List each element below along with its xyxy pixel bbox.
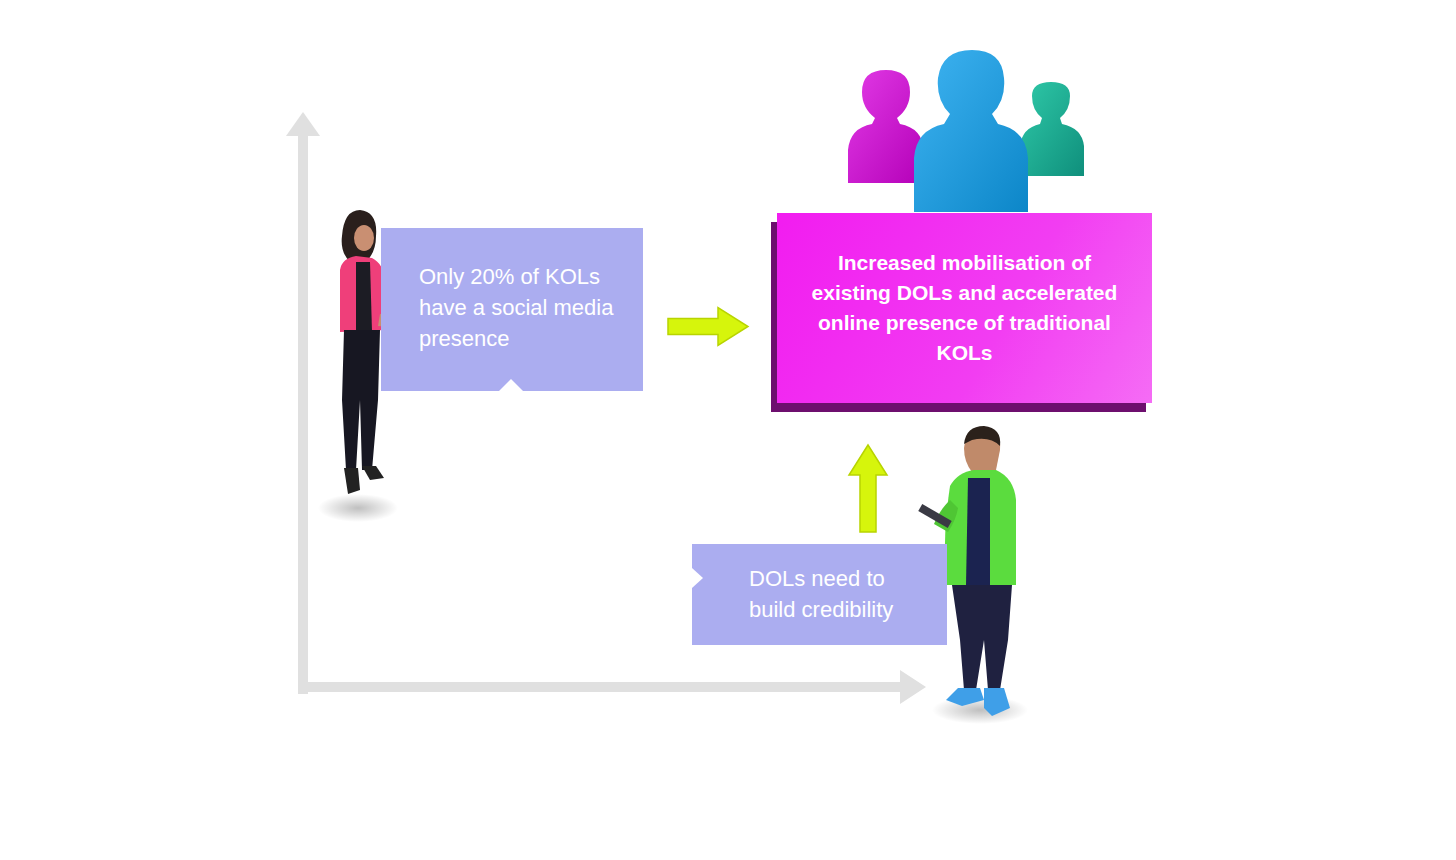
people-icons bbox=[848, 50, 1084, 212]
callout-notch bbox=[499, 379, 523, 391]
node-text: DOLs need to build credibility bbox=[749, 563, 927, 625]
callout-notch bbox=[692, 568, 703, 588]
block-arrow bbox=[849, 445, 887, 532]
axes bbox=[286, 112, 926, 704]
node-text: Increased mobilisation of existing DOLs … bbox=[800, 248, 1130, 368]
callout-box: DOLs need to build credibility bbox=[692, 544, 947, 645]
node-text: Only 20% of KOLs have a social media pre… bbox=[419, 261, 615, 354]
result-box: Increased mobilisation of existing DOLs … bbox=[777, 213, 1152, 403]
callout-box: Only 20% of KOLs have a social media pre… bbox=[381, 228, 643, 391]
block-arrow bbox=[668, 308, 748, 346]
